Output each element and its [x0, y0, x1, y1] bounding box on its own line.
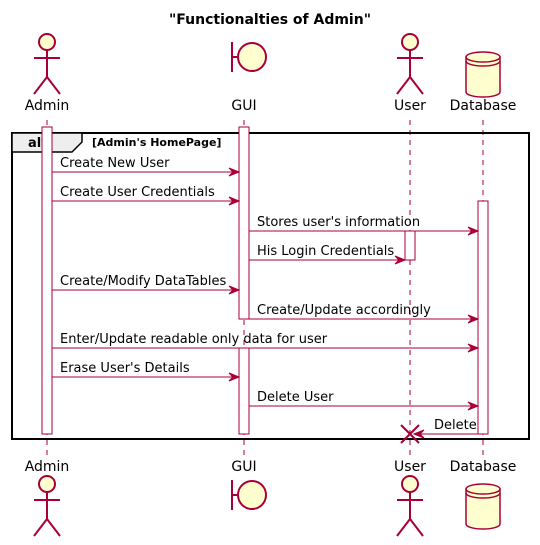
activation-bar-gui: [238, 126, 250, 320]
participant-name-database: Database: [450, 98, 517, 114]
message: His Login Credentials: [249, 244, 407, 265]
message: Stores user's information: [249, 215, 480, 236]
participant-name-admin: Admin: [25, 459, 70, 475]
participant-admin-bottom: Admin: [25, 459, 70, 537]
message-label: Delete: [434, 418, 477, 433]
actor-head-icon: [38, 475, 56, 493]
database-rim-icon: [465, 492, 501, 499]
alt-frame: [11, 132, 530, 440]
actor-leg-icon: [33, 76, 48, 95]
database-rim-icon: [465, 60, 501, 67]
message-label: His Login Credentials: [257, 244, 394, 259]
message: Enter/Update readable only data for user: [52, 332, 480, 353]
participant-user-top: User: [394, 33, 426, 114]
actor-leg-icon: [46, 518, 61, 537]
participant-name-database: Database: [450, 459, 517, 475]
activation-bar-database: [477, 200, 489, 435]
actor-leg-icon: [409, 76, 424, 95]
participant-database-top: Database: [450, 51, 517, 114]
message: Erase User's Details: [52, 361, 241, 382]
participant-gui-bottom: GUI: [231, 459, 267, 510]
activation-bar-user: [404, 230, 416, 261]
participant-name-user: User: [394, 459, 426, 475]
database-rim-icon: [465, 488, 501, 495]
message: Create/Modify DataTables: [52, 274, 241, 295]
message-label: Erase User's Details: [60, 361, 190, 376]
message-label: Create/Update accordingly: [257, 303, 431, 318]
activation-bar-gui: [238, 347, 250, 435]
actor-leg-icon: [46, 76, 61, 95]
message-label: Create/Modify DataTables: [60, 274, 226, 289]
database-rim-icon: [465, 56, 501, 63]
diagram-title: "Functionalties of Admin": [169, 12, 371, 28]
boundary-circle-icon: [237, 42, 267, 72]
actor-leg-icon: [33, 518, 48, 537]
arrowhead-icon: [467, 343, 480, 353]
arrowhead-icon: [467, 401, 480, 411]
participant-name-gui: GUI: [231, 459, 256, 475]
destroy-x-icon: [400, 424, 420, 444]
participant-admin-top: Admin: [25, 33, 70, 114]
arrowhead-icon: [394, 255, 407, 265]
message: Delete: [400, 418, 478, 444]
participant-name-admin: Admin: [25, 98, 70, 114]
arrowhead-icon: [467, 314, 480, 324]
activation-bars: [41, 126, 489, 435]
participant-name-gui: GUI: [231, 98, 256, 114]
activation-bar-admin: [41, 126, 53, 435]
message-label: Delete User: [257, 390, 334, 405]
database-cylinder-icon: [465, 483, 501, 530]
arrowhead-icon: [228, 167, 241, 177]
actor-head-icon: [401, 33, 419, 51]
boundary-circle-icon: [237, 480, 267, 510]
actor-head-icon: [401, 475, 419, 493]
message-label: Create User Credentials: [60, 185, 215, 200]
participant-user-bottom: User: [394, 459, 426, 537]
actor-leg-icon: [396, 518, 411, 537]
actor-leg-icon: [409, 518, 424, 537]
message: Create New User: [52, 156, 241, 177]
arrowhead-icon: [228, 372, 241, 382]
message-label: Stores user's information: [257, 215, 420, 230]
message-label: Enter/Update readable only data for user: [60, 332, 328, 347]
participant-gui-top: GUI: [231, 42, 267, 114]
participant-database-bottom: Database: [450, 459, 517, 530]
message: Create/Update accordingly: [249, 303, 480, 324]
arrowhead-icon: [228, 196, 241, 206]
arrowhead-icon: [467, 226, 480, 236]
actor-head-icon: [38, 33, 56, 51]
alt-guard: [Admin's HomePage]: [92, 136, 221, 149]
actor-leg-icon: [396, 76, 411, 95]
arrowhead-icon: [228, 285, 241, 295]
message-label: Create New User: [60, 156, 170, 171]
message: Create User Credentials: [52, 185, 241, 206]
alt-fragment: alt [Admin's HomePage]: [11, 132, 530, 440]
database-cylinder-icon: [465, 51, 501, 98]
message: Delete User: [249, 390, 480, 411]
participant-name-user: User: [394, 98, 426, 114]
arrowhead-icon: [412, 429, 425, 439]
